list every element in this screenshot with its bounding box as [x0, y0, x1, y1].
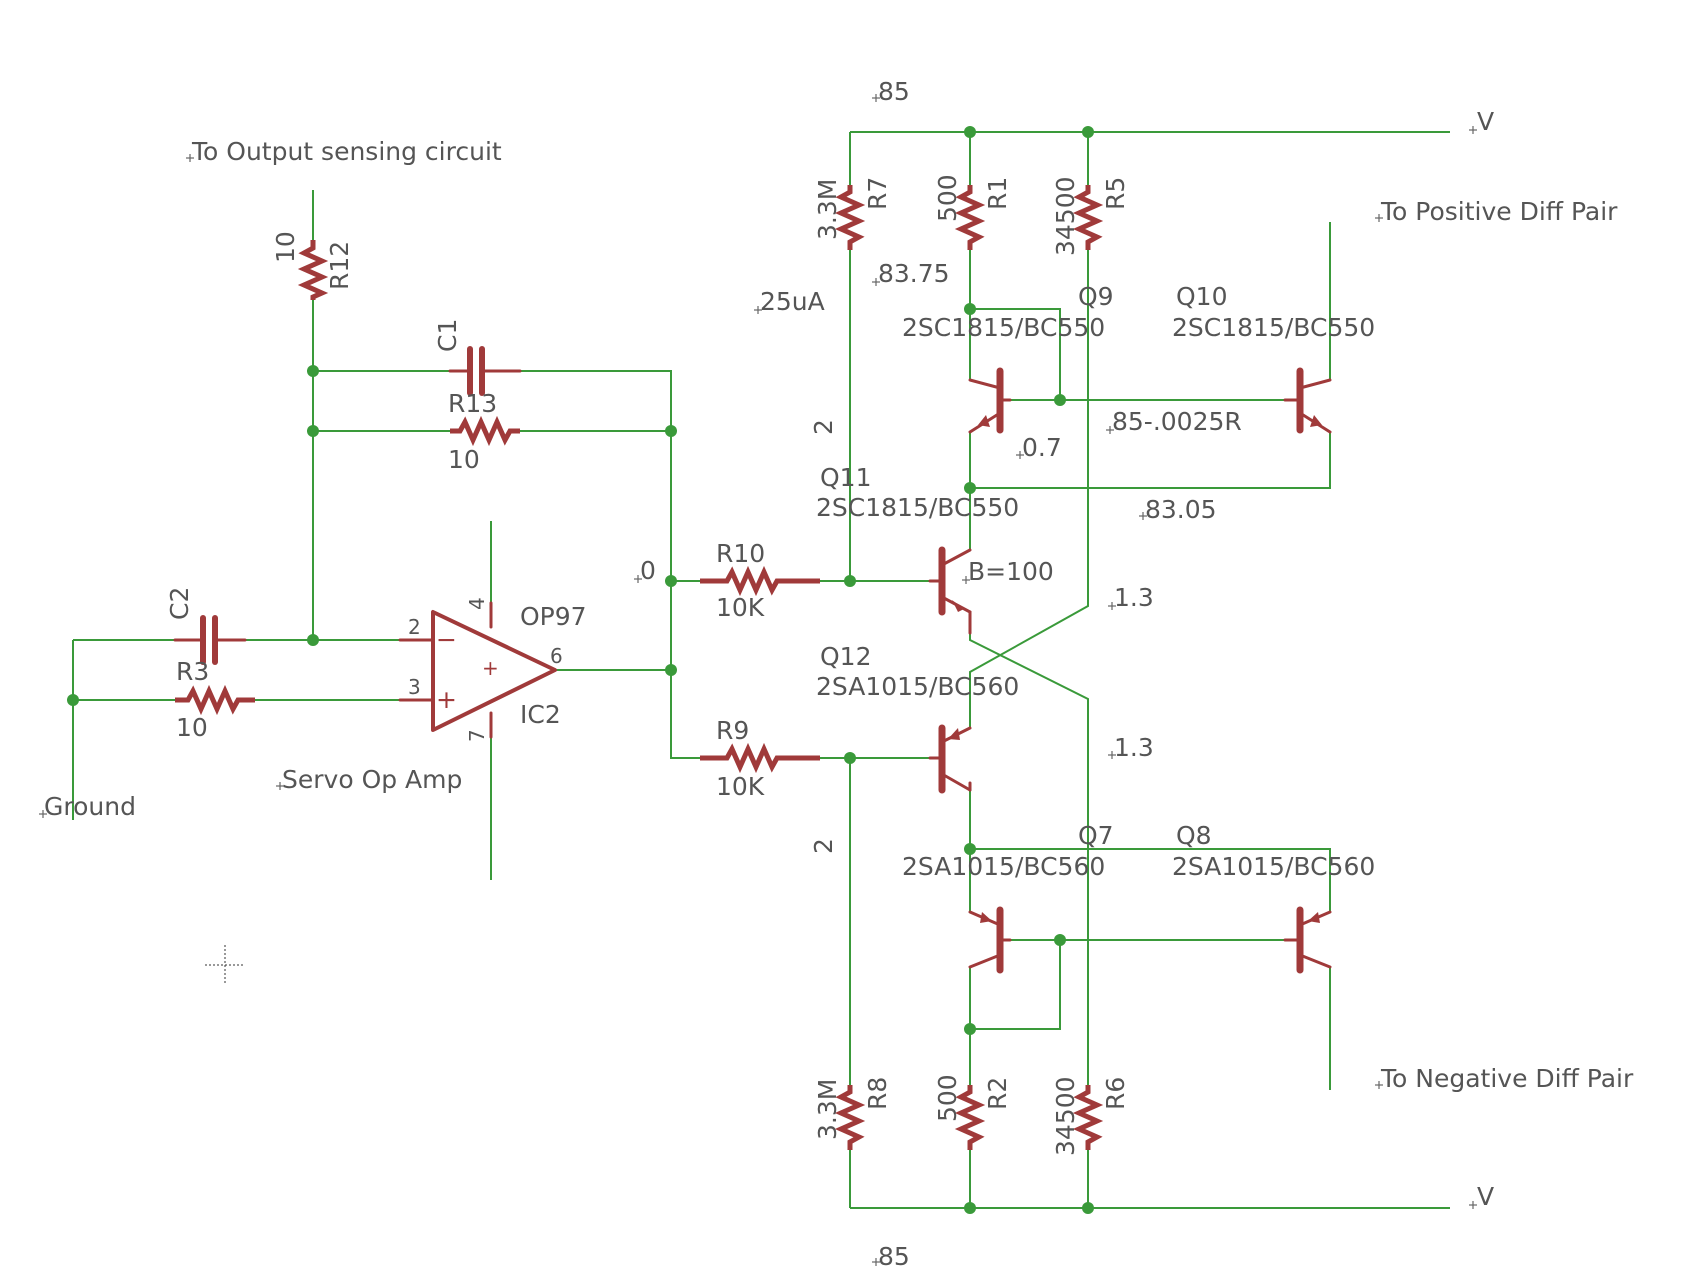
r13-name-label: R13 [448, 389, 497, 418]
opamp-minus-sign: − [436, 625, 457, 654]
r13-value-label: 10 [448, 445, 480, 474]
transistor-q10 [1283, 367, 1332, 434]
transistor-q7 [968, 906, 1012, 974]
node-1-3-top-label: 1.3 [1114, 583, 1154, 612]
node-2-bottom-label: 2 [809, 838, 838, 854]
opamp-pin3-label: 3 [408, 675, 421, 699]
q10-part-label: 2SC1815/BC550 [1172, 313, 1375, 342]
beta-label: B=100 [968, 557, 1054, 586]
r3-value-label: 10 [176, 713, 208, 742]
servo-label: Servo Op Amp [282, 765, 462, 794]
rail-top-voltage-label: 85 [878, 77, 910, 106]
junctions [67, 126, 1094, 1214]
r1-value-label: 500 [933, 174, 962, 222]
r6-value-label: 34500 [1051, 1076, 1080, 1156]
cursor-crosshair-icon [205, 945, 245, 985]
r12-value-label: 10 [271, 231, 300, 263]
c1-name-label: C1 [433, 319, 462, 352]
rail-bottom-voltage-label: 85 [878, 1242, 910, 1271]
node-0-label: 0 [640, 556, 656, 585]
transistor-q11 [928, 546, 972, 635]
resistor-r13 [450, 415, 520, 447]
r6-name-label: R6 [1101, 1077, 1130, 1110]
r12-name-label: R12 [325, 241, 354, 290]
wires [72, 131, 1450, 1209]
q7-name-label: Q7 [1078, 821, 1114, 850]
opamp-plus-inner-sign: + [482, 656, 499, 680]
q9-part-label: 2SC1815/BC550 [902, 313, 1105, 342]
opamp-pin4-label: 4 [465, 597, 489, 610]
resistor-r8 [834, 1085, 866, 1150]
rail-bottom-name-label: V [1477, 1182, 1494, 1211]
opamp-ic2 [398, 601, 557, 739]
opamp-name-label: IC2 [520, 700, 561, 729]
node-1-3-bottom-label: 1.3 [1114, 733, 1154, 762]
resistor-r1 [954, 185, 986, 250]
r3-name-label: R3 [176, 657, 209, 686]
label-origin-marks [39, 94, 1477, 1266]
q10-name-label: Q10 [1176, 282, 1228, 311]
resistor-r5 [1072, 185, 1104, 250]
r9-value-label: 10K [716, 772, 765, 801]
q8-name-label: Q8 [1176, 821, 1212, 850]
resistor-r2 [954, 1085, 986, 1150]
c2-name-label: C2 [165, 587, 194, 620]
node-0-7-label: 0.7 [1022, 433, 1062, 462]
opamp-pin6-label: 6 [550, 644, 563, 668]
transistor-q9 [968, 367, 1012, 434]
rail-top-name-label: V [1477, 107, 1494, 136]
resistor-r10 [700, 565, 820, 597]
r10-value-label: 10K [716, 593, 765, 622]
q7-part-label: 2SA1015/BC560 [902, 852, 1105, 881]
r5-name-label: R5 [1101, 177, 1130, 210]
resistor-r6 [1072, 1085, 1104, 1150]
q11-part-label: 2SC1815/BC550 [816, 493, 1019, 522]
to-positive-label: To Positive Diff Pair [1380, 197, 1618, 226]
r8-name-label: R8 [863, 1077, 892, 1110]
to-negative-label: To Negative Diff Pair [1380, 1064, 1634, 1093]
r5-value-label: 34500 [1051, 176, 1080, 256]
node-85-0025r-label: 85-.0025R [1112, 407, 1242, 436]
opamp-part-label: OP97 [520, 602, 587, 631]
r2-name-label: R2 [983, 1077, 1012, 1110]
q11-name-label: Q11 [820, 463, 872, 492]
to-output-label: To Output sensing circuit [191, 137, 502, 166]
ground-label: Ground [44, 792, 136, 821]
opamp-plus-sign: + [436, 685, 457, 714]
node-83-75-label: 83.75 [878, 259, 950, 288]
opamp-pin7-label: 7 [465, 729, 489, 742]
node-2-top-label: 2 [809, 419, 838, 435]
node-25ua-label: 25uA [760, 287, 825, 316]
capacitor-c1 [448, 346, 522, 396]
r2-value-label: 500 [933, 1074, 962, 1122]
resistor-r7 [834, 185, 866, 250]
q12-name-label: Q12 [820, 642, 872, 671]
transistor-q12 [928, 724, 972, 794]
q8-part-label: 2SA1015/BC560 [1172, 852, 1375, 881]
r7-name-label: R7 [863, 177, 892, 210]
r7-value-label: 3.3M [813, 179, 842, 240]
q9-name-label: Q9 [1078, 282, 1114, 311]
r9-name-label: R9 [716, 716, 749, 745]
transistor-q8 [1283, 906, 1332, 974]
resistor-r3 [175, 684, 255, 716]
resistor-r9 [700, 742, 820, 774]
r8-value-label: 3.3M [813, 1079, 842, 1140]
opamp-pin2-label: 2 [408, 615, 421, 639]
q12-part-label: 2SA1015/BC560 [816, 672, 1019, 701]
resistor-r12 [297, 240, 329, 300]
r10-name-label: R10 [716, 539, 765, 568]
capacitor-c2 [173, 615, 247, 665]
node-83-05-label: 83.05 [1145, 495, 1217, 524]
r1-name-label: R1 [983, 177, 1012, 210]
